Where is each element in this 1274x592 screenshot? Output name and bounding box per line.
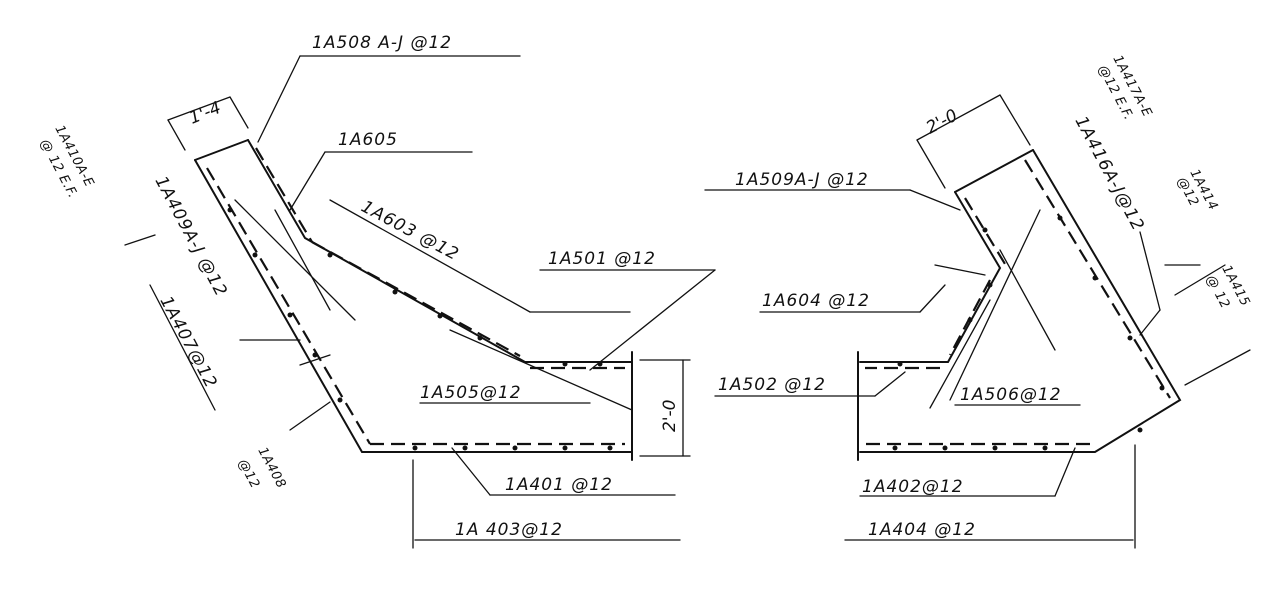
right-structure-outline xyxy=(857,149,1182,461)
dim-slab: 2'-0 xyxy=(660,400,680,432)
label-1a501: 1A501 @12 xyxy=(548,249,656,269)
dimension-lines xyxy=(167,94,1136,549)
leader-lines xyxy=(124,55,1251,497)
label-1a404: 1A404 @12 xyxy=(868,520,976,540)
label-1a403: 1A 403@12 xyxy=(455,520,563,540)
label-1a401: 1A401 @12 xyxy=(505,475,613,495)
label-1a505: 1A505@12 xyxy=(420,383,522,403)
label-1a604: 1A604 @12 xyxy=(762,291,870,311)
label-1a605: 1A605 xyxy=(338,130,398,150)
label-1a408-spacing: @12 xyxy=(234,457,262,491)
rebar-lines xyxy=(206,147,1171,446)
label-1a506: 1A506@12 xyxy=(960,385,1062,405)
label-1a402: 1A402@12 xyxy=(862,477,964,497)
rebar-dots xyxy=(227,207,1165,451)
label-1a407: 1A407@12 xyxy=(156,293,221,392)
label-1a603: 1A603 @12 xyxy=(358,197,463,265)
label-1a509: 1A509A-J @12 xyxy=(735,170,869,190)
label-1a508: 1A508 A-J @12 xyxy=(312,33,452,53)
crossing-bars xyxy=(234,199,1056,411)
dim-left-wall: 1'-4 xyxy=(186,98,224,129)
label-1a416: 1A416A-J@12 xyxy=(1071,113,1148,235)
label-1a502: 1A502 @12 xyxy=(718,375,826,395)
dim-right-wall: 2'-0 xyxy=(923,106,961,139)
label-1a409: 1A409A-J @12 xyxy=(151,173,231,300)
left-structure-outline xyxy=(194,139,633,461)
